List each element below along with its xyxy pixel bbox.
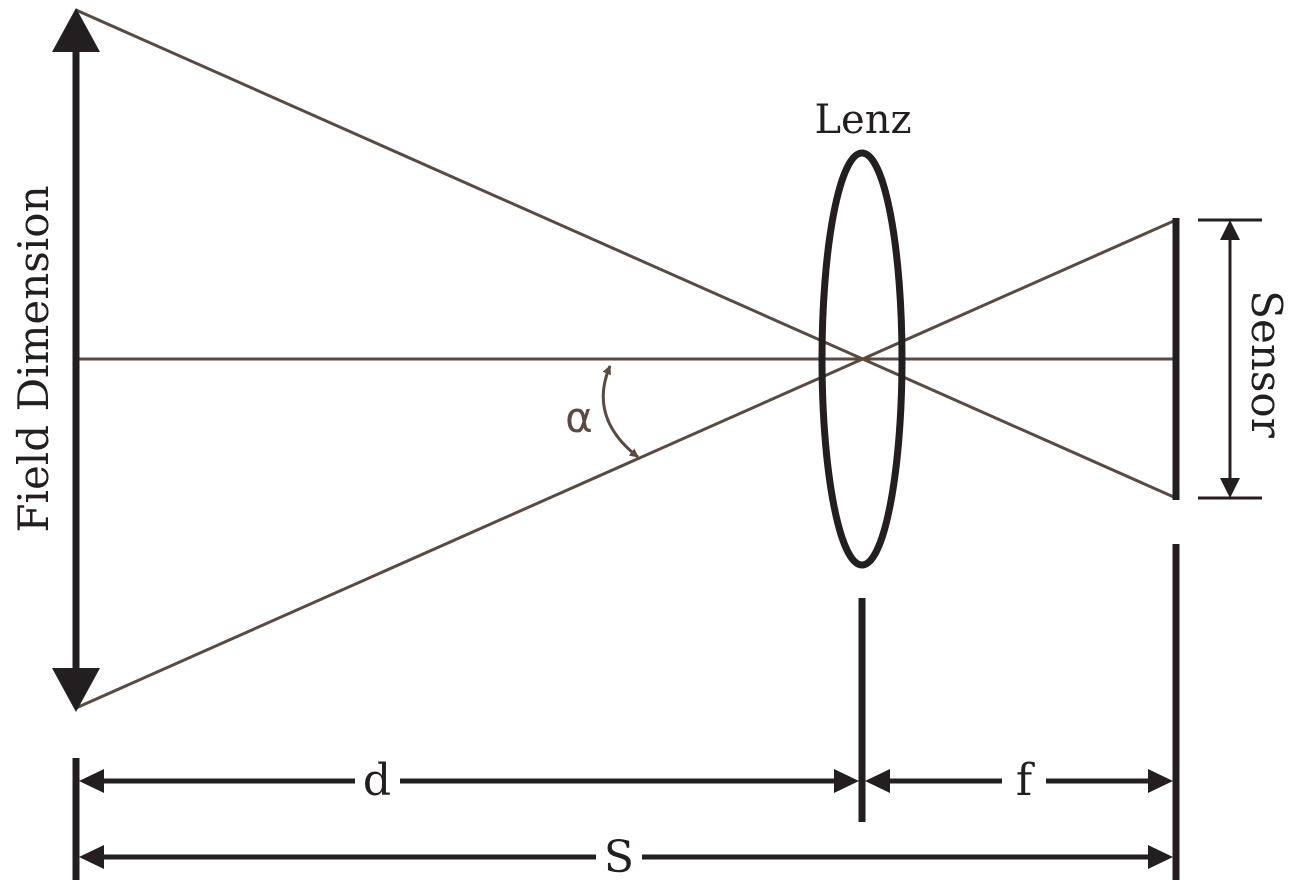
ray-top-to-bottom <box>75 8 1177 500</box>
arrow-down-icon <box>52 668 100 712</box>
arrow-left-icon <box>865 769 890 793</box>
angle-alpha-label: α <box>565 393 593 442</box>
dimension-s <box>79 845 1173 869</box>
dimension-d <box>79 769 859 793</box>
witness-lines <box>72 544 1180 880</box>
angle-alpha-arc <box>601 365 639 459</box>
dimension-f-label: f <box>1016 755 1035 806</box>
sensor-label: Sensor <box>1242 290 1291 439</box>
light-rays <box>75 8 1177 710</box>
ray-bottom-to-top <box>75 218 1177 710</box>
lens-shape <box>818 149 906 569</box>
sensor-dimension <box>1198 218 1262 500</box>
arrow-left-icon <box>79 769 104 793</box>
arrow-up-icon <box>1220 220 1240 240</box>
dimension-s-label: S <box>604 832 634 883</box>
arrow-right-icon <box>1148 845 1173 869</box>
lens-label: Lenz <box>814 97 911 143</box>
field-dimension-label: Field Dimension <box>9 185 58 532</box>
arrow-right-icon <box>1148 769 1173 793</box>
arrow-left-icon <box>79 845 104 869</box>
arrow-up-icon <box>52 8 100 52</box>
arrow-right-icon <box>834 769 859 793</box>
dimension-d-label: d <box>363 755 391 806</box>
dimension-f <box>865 769 1173 793</box>
field-dimension-arrow <box>52 8 100 712</box>
arrow-down-icon <box>1220 478 1240 498</box>
